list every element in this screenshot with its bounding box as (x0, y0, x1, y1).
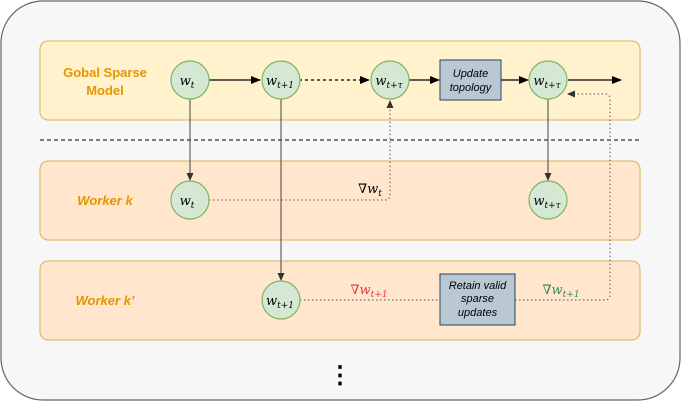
global-label-line1: Gobal Sparse (63, 65, 147, 80)
gradient-label-kprime-red: ∇wt+1 (350, 283, 387, 300)
retain-updates-box (439, 273, 516, 326)
retain-updates-line2: sparse (461, 293, 494, 305)
worker-k2-label: Worker k’ (75, 293, 134, 308)
svg-text:wt: wt (180, 194, 195, 211)
worker-k-label: Worker k (77, 193, 133, 208)
svg-text:wt+1: wt+1 (266, 294, 294, 311)
update-topology-box (439, 59, 502, 101)
node-global-wttau-updated: wt+τ (528, 60, 568, 100)
svg-text:wt+τ: wt+τ (533, 74, 561, 91)
node-global-wttau: wt+τ (370, 60, 410, 100)
more-workers-ellipsis: ⋮ (328, 362, 352, 389)
edge-k1-grad-to-g3 (209, 100, 394, 201)
svg-text:wt+τ: wt+τ (533, 194, 561, 211)
node-worker-k-wttau: wt+τ (528, 180, 568, 220)
svg-text:wt+τ: wt+τ (375, 74, 403, 91)
node-global-wt1: wt+1 (261, 60, 301, 100)
node-worker-k-wt: wt (170, 180, 210, 220)
gradient-label-k: ∇wt (358, 182, 382, 199)
node-global-wt: wt (170, 60, 210, 100)
edge-retain-to-g4 (515, 90, 611, 301)
retain-updates-line1: Retain valid (449, 280, 507, 292)
retain-updates-line3: updates (458, 307, 498, 319)
global-label-line2: Model (86, 83, 124, 98)
node-worker-k2-wt1: wt+1 (261, 280, 301, 320)
svg-text:wt: wt (180, 74, 195, 91)
gradient-label-kprime-green: ∇wt+1 (542, 283, 579, 300)
svg-text:wt+1: wt+1 (266, 74, 294, 91)
update-topology-line1: Update (453, 68, 488, 80)
update-topology-line2: topology (450, 82, 493, 94)
